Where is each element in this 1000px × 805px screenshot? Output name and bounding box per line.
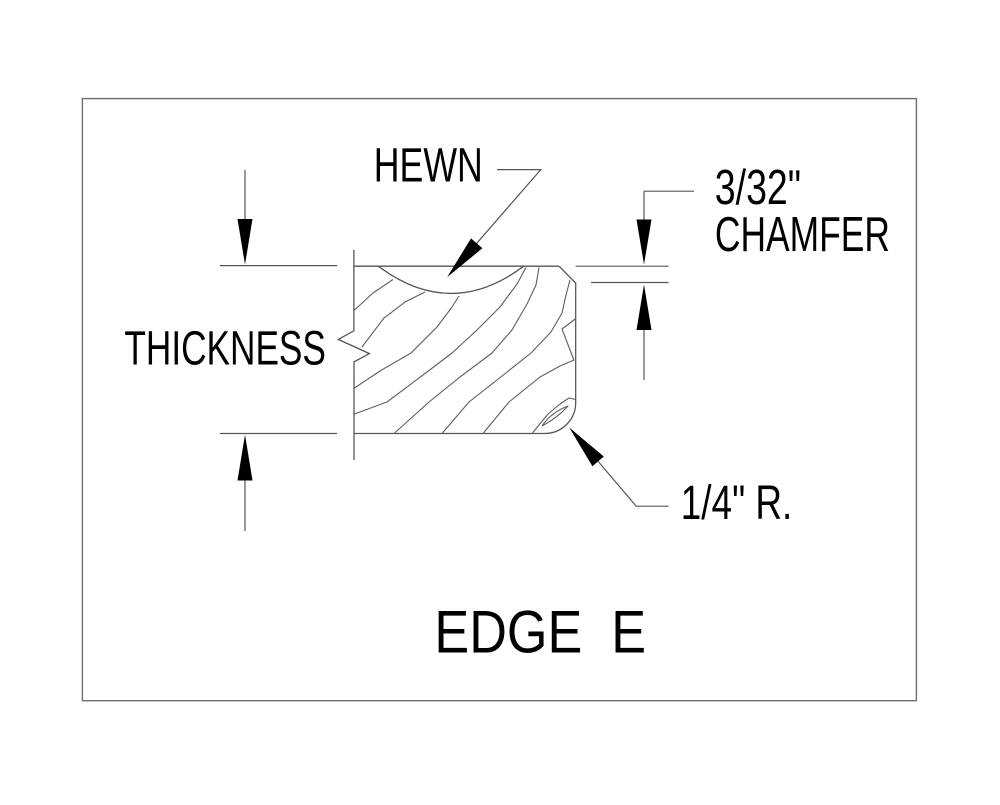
svg-text:THICKNESS: THICKNESS <box>124 321 326 375</box>
svg-text:3/32": 3/32" <box>715 161 801 215</box>
svg-text:1/4" R.: 1/4" R. <box>681 477 793 530</box>
svg-text:CHAMFER: CHAMFER <box>715 208 890 262</box>
svg-text:HEWN: HEWN <box>374 140 483 193</box>
svg-text:EDGE E: EDGE E <box>434 599 646 666</box>
